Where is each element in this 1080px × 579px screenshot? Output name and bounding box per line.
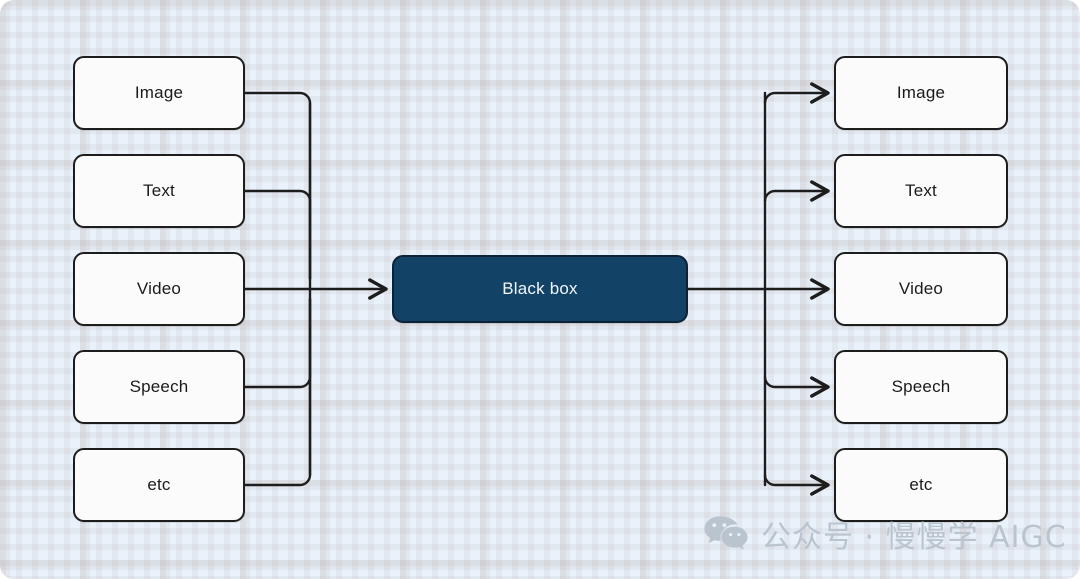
- connector-in-etc: [243, 297, 312, 487]
- input-node-video[interactable]: Video: [73, 252, 245, 326]
- output-node-etc[interactable]: etc: [834, 448, 1008, 522]
- connector-in-speech: [243, 297, 312, 389]
- input-node-text[interactable]: Text: [73, 154, 245, 228]
- connector-out-text: [763, 180, 830, 203]
- watermark-text: 公众号 · 慢慢学 AIGC: [761, 520, 1067, 555]
- connector-out-etc: [763, 473, 830, 496]
- black-box-node[interactable]: Black box: [392, 255, 688, 323]
- input-node-speech[interactable]: Speech: [73, 350, 245, 424]
- wechat-icon: [704, 516, 748, 550]
- connector-out-speech: [763, 375, 830, 398]
- output-node-text[interactable]: Text: [834, 154, 1008, 228]
- connector-in-text: [243, 189, 312, 281]
- output-node-video[interactable]: Video: [834, 252, 1008, 326]
- connector-in-image: [243, 91, 312, 281]
- output-node-image[interactable]: Image: [834, 56, 1008, 130]
- output-node-speech[interactable]: Speech: [834, 350, 1008, 424]
- connector-out-image: [763, 82, 830, 105]
- watermark: 公众号 · 慢慢学 AIGC: [703, 512, 1067, 556]
- input-node-etc[interactable]: etc: [73, 448, 245, 522]
- input-node-image[interactable]: Image: [73, 56, 245, 130]
